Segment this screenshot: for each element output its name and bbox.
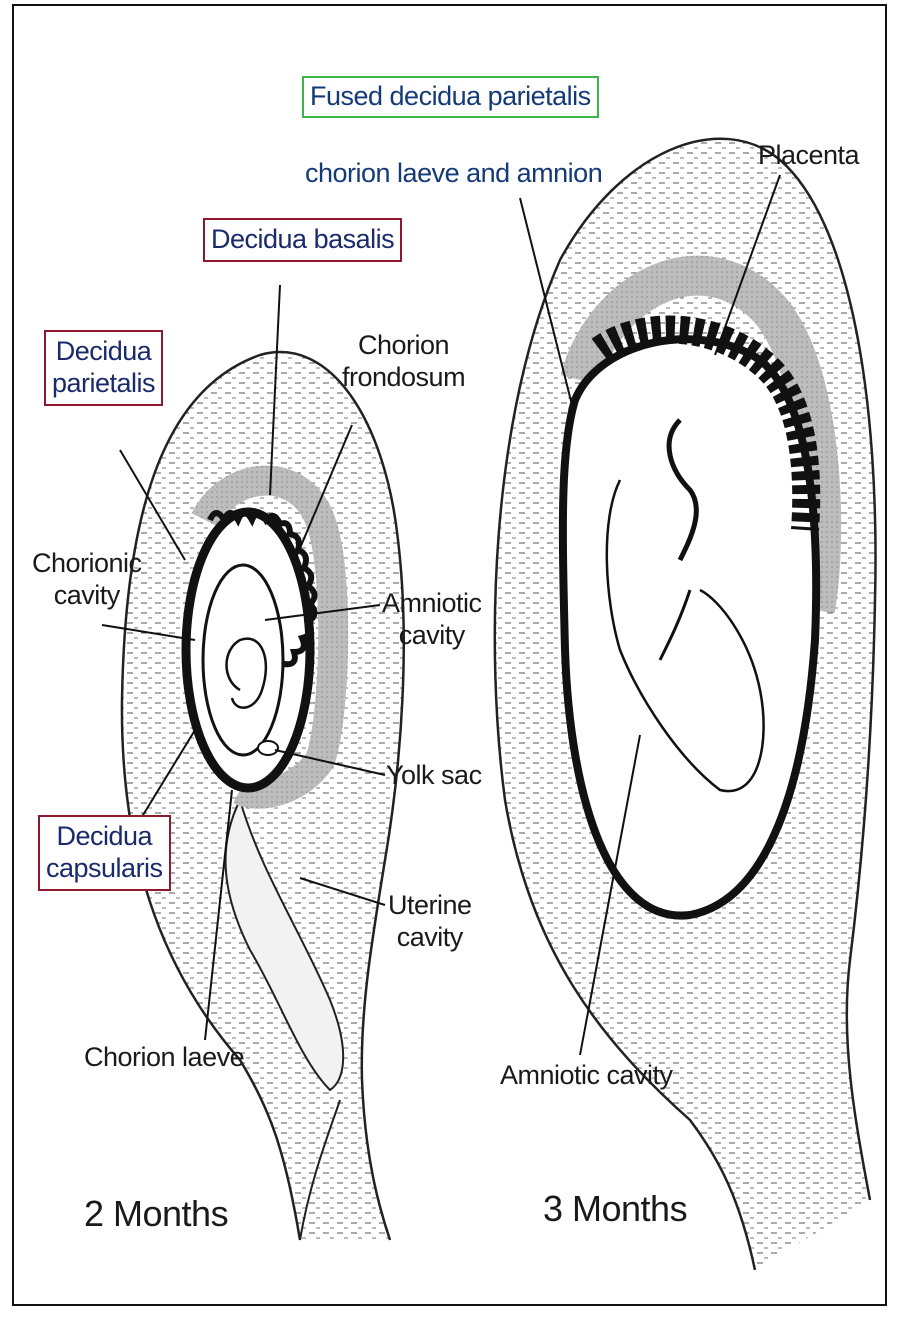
yolk-sac-label: Yolk sac xyxy=(386,760,482,792)
three-months-title: 3 Months xyxy=(543,1188,687,1230)
amniotic-cavity-right-label: Amniotic cavity xyxy=(500,1060,673,1092)
chorionic-cavity-label: Chorionic cavity xyxy=(32,548,142,612)
placenta-label: Placenta xyxy=(758,140,859,172)
decidua-parietalis-label: Decidua parietalis xyxy=(44,330,163,406)
amniotic-sac-3m xyxy=(563,339,816,915)
amniotic-cavity-label: Amniotic cavity xyxy=(382,588,482,652)
decidua-basalis-label: Decidua basalis xyxy=(203,218,402,262)
chorion-frondosum-label: Chorion frondosum xyxy=(342,330,465,394)
uterine-cavity-label: Uterine cavity xyxy=(388,890,472,954)
decidua-capsularis-label: Decidua capsularis xyxy=(38,815,171,891)
fused-decidua-label: Fused decidua parietalis xyxy=(302,76,599,118)
chorion-laeve-label: Chorion laeve xyxy=(84,1042,244,1074)
yolk-sac-shape xyxy=(258,741,278,755)
chorion-laeve-amnion-label: chorion laeve and amnion xyxy=(305,158,602,190)
two-month-uterus xyxy=(122,352,404,1240)
two-months-title: 2 Months xyxy=(84,1193,228,1235)
three-month-uterus xyxy=(495,139,876,1270)
amnion-2m xyxy=(203,565,283,755)
